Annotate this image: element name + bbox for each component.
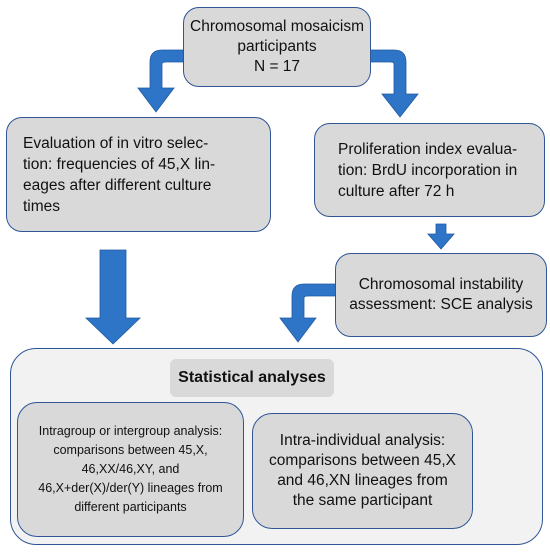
statistical-analyses-header: Statistical analyses (170, 359, 334, 397)
proliferation-index-text: Proliferation index evalua- tion: BrdU i… (338, 140, 518, 200)
intergroup-analysis-box: Intragroup or intergroup analysis: compa… (17, 402, 244, 537)
intra-individual-analysis-box: Intra-individual analysis: comparisons b… (252, 413, 473, 529)
intergroup-analysis-text: Intragroup or intergroup analysis: compa… (38, 424, 223, 514)
chromosomal-instability-box: Chromosomal instability assessment: SCE … (335, 253, 547, 337)
arrow-right-to-sce (427, 223, 455, 250)
proliferation-index-box: Proliferation index evalua- tion: BrdU i… (314, 123, 545, 217)
arrow-top-to-left (137, 49, 185, 113)
intra-individual-analysis-text: Intra-individual analysis: comparisons b… (269, 432, 456, 509)
arrow-left-to-stats (85, 249, 141, 345)
participants-text: Chromosomal mosaicism participants N = 1… (190, 18, 364, 75)
arrow-sce-to-stats (279, 283, 337, 343)
chromosomal-instability-text: Chromosomal instability assessment: SCE … (349, 276, 533, 313)
arrow-top-to-right (369, 49, 419, 118)
in-vitro-selection-text: Evaluation of in vitro selec- tion: freq… (23, 134, 216, 215)
in-vitro-selection-box: Evaluation of in vitro selec- tion: freq… (6, 117, 271, 232)
participants-box: Chromosomal mosaicism participants N = 1… (183, 7, 371, 87)
